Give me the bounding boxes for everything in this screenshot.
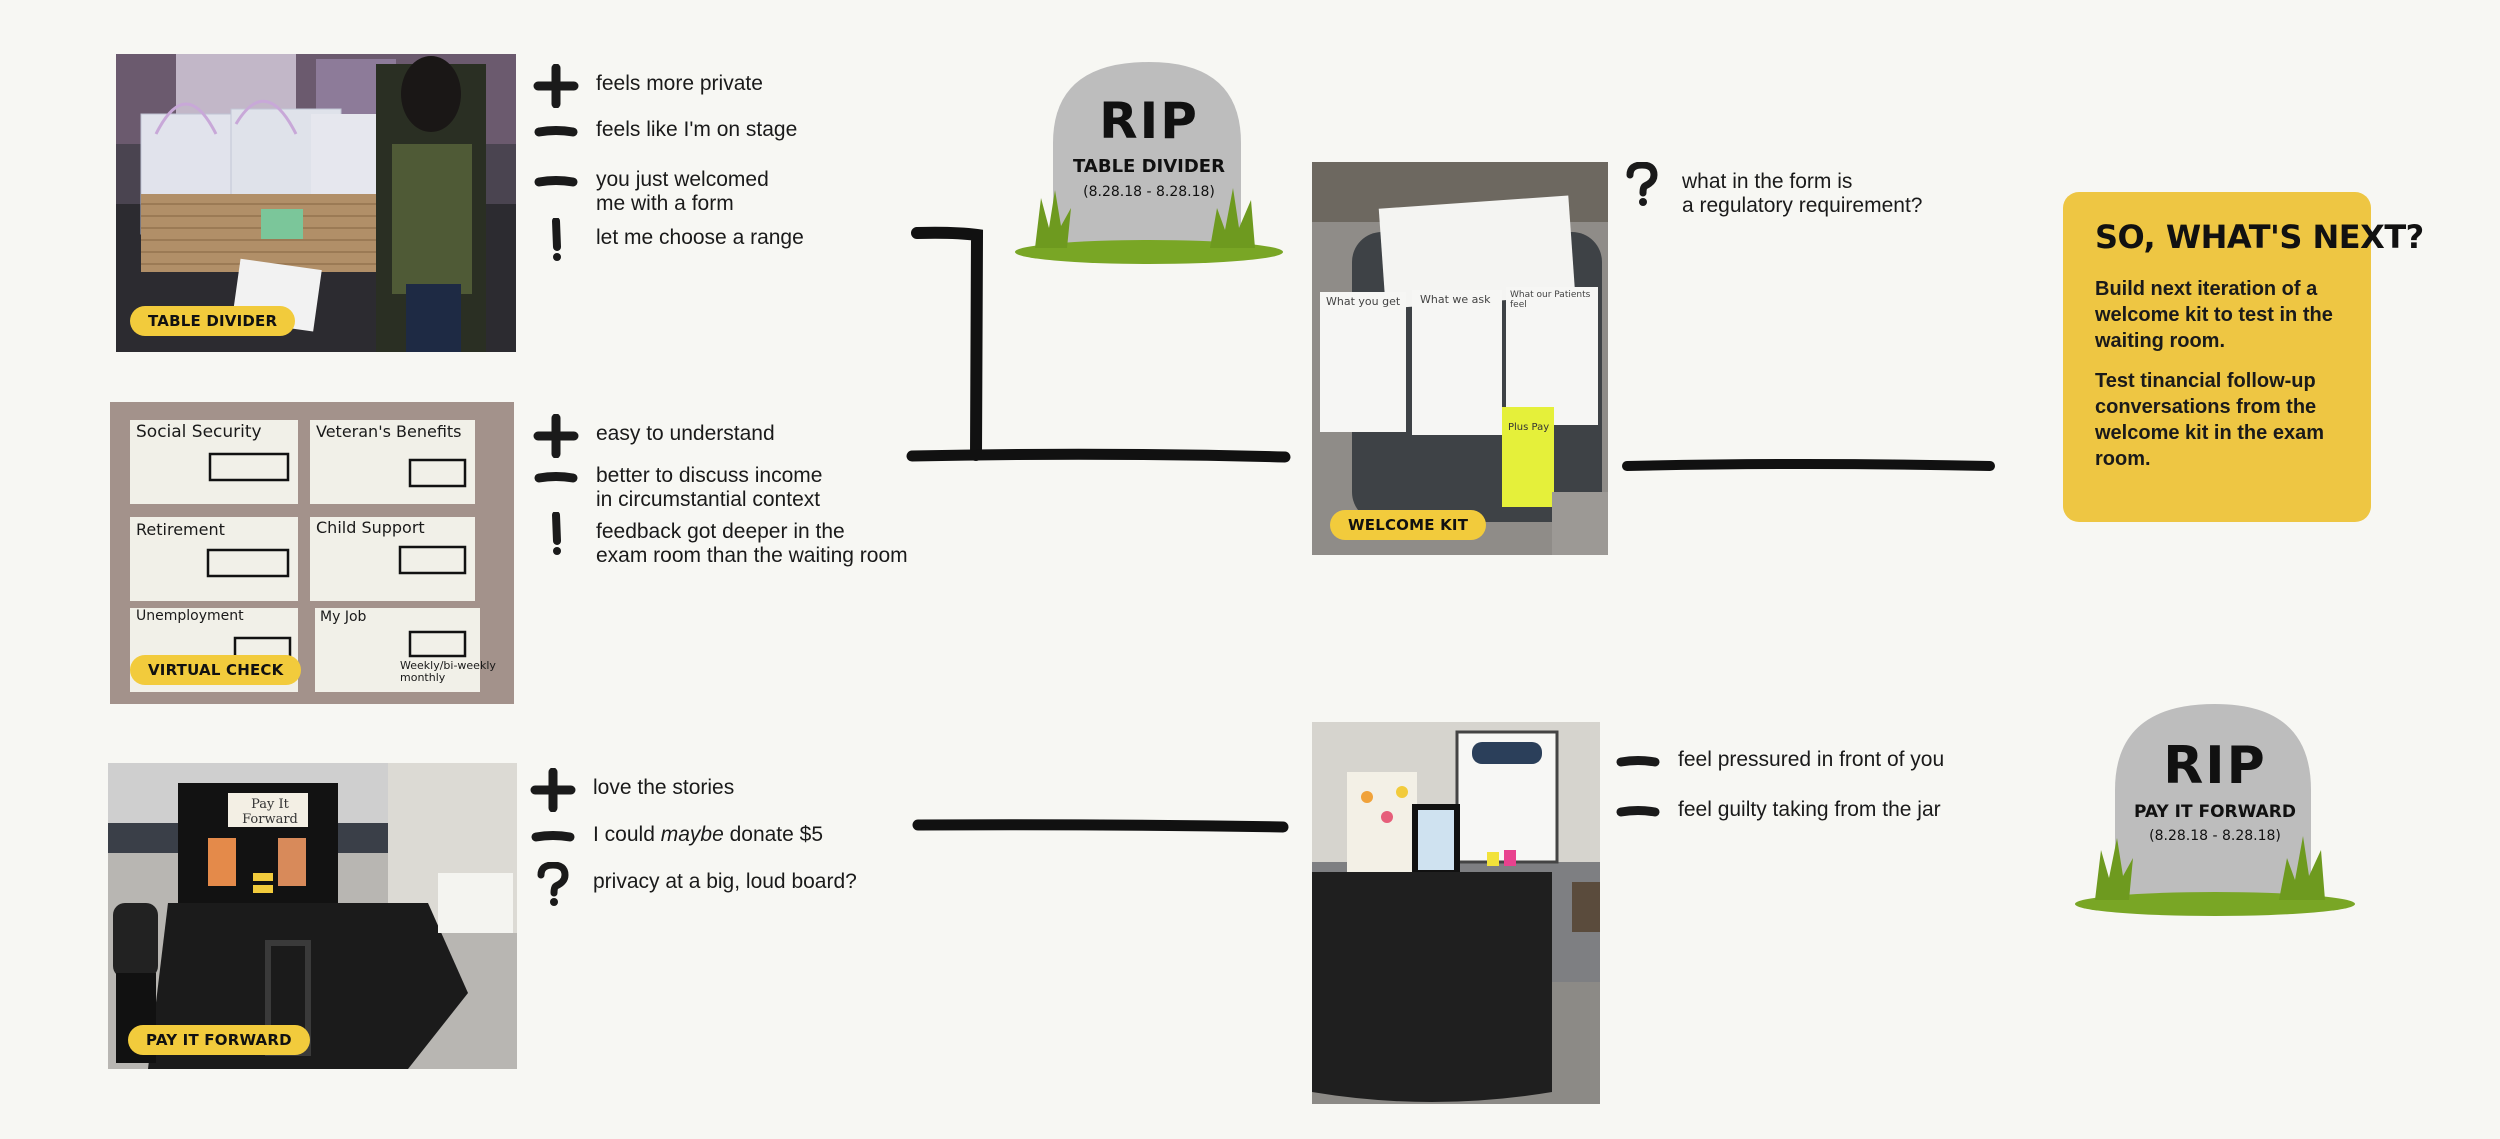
- feedback-item: feels more private: [530, 64, 763, 108]
- minus-icon: [1612, 790, 1664, 834]
- table-divider-label: TABLE DIVIDER: [130, 306, 296, 336]
- virtual-check-label: VIRTUAL CHECK: [130, 655, 302, 685]
- plus-icon: [530, 414, 582, 458]
- feedback-text: what in the form is a regulatory require…: [1682, 170, 1923, 217]
- feedback-text: easy to understand: [596, 422, 775, 445]
- welcome-kit-col1: What you get: [1326, 295, 1401, 308]
- feedback-item: feels like I'm on stage: [530, 110, 797, 154]
- card-child-support: Child Support: [316, 518, 425, 537]
- tombstone-name: TABLE DIVIDER: [1073, 156, 1225, 177]
- tombstone-pay-it-forward: RIP PAY IT FORWARD (8.28.18 - 8.28.18): [2075, 700, 2355, 920]
- feedback-text-emphasis: maybe: [660, 823, 724, 846]
- feedback-text: feedback got deeper in the exam room tha…: [596, 520, 908, 567]
- tombstone-dates: (8.28.18 - 8.28.18): [1083, 184, 1215, 200]
- plus-icon: [530, 64, 582, 108]
- exclamation-icon: [530, 218, 582, 262]
- feedback-item: what in the form is a regulatory require…: [1616, 162, 1922, 218]
- feedback-item: feedback got deeper in the exam room tha…: [530, 512, 908, 568]
- minus-icon: [527, 815, 579, 859]
- card-unemployment: Unemployment: [136, 608, 244, 624]
- pay-it-forward-connector: [912, 819, 1289, 833]
- whats-next-title: SO, WHAT'S NEXT?: [2095, 218, 2424, 256]
- card-my-job: My Job: [320, 609, 367, 625]
- whats-next-item: Test tinancial follow-up conversations f…: [2095, 370, 2324, 470]
- pay-it-forward-photo: Pay It Forward PAY IT FORWARD: [108, 763, 517, 1069]
- welcome-kit-col2: What we ask: [1420, 293, 1491, 306]
- whats-next-card: SO, WHAT'S NEXT? Build next iteration of…: [2063, 192, 2424, 522]
- welcome-kit-photo: What you get What we ask What our Patien…: [1312, 162, 1608, 555]
- feedback-item: feel guilty taking from the jar: [1612, 790, 1941, 834]
- tombstone-rip: RIP: [2163, 736, 2267, 796]
- card-retirement: Retirement: [136, 520, 225, 539]
- minus-icon: [530, 160, 582, 204]
- virtual-check-photo: Social Security Veteran's Benefits Retir…: [110, 402, 514, 704]
- feedback-item: I could maybe donate $5: [527, 815, 823, 859]
- welcome-kit-sticky: Plus Pay: [1508, 422, 1550, 433]
- question-icon: [527, 862, 579, 906]
- feedback-text-part: I could: [593, 823, 661, 846]
- bracket-connector: [911, 226, 984, 461]
- pay-it-forward-label: PAY IT FORWARD: [128, 1025, 310, 1055]
- table-divider-photo: TABLE DIVIDER: [116, 54, 516, 352]
- feedback-text: privacy at a big, loud board?: [593, 870, 857, 893]
- welcome-kit-connector: [1622, 459, 1995, 471]
- minus-icon: [1612, 740, 1664, 784]
- feedback-item: better to discuss income in circumstanti…: [530, 456, 822, 512]
- tombstone-dates: (8.28.18 - 8.28.18): [2149, 828, 2281, 844]
- feedback-item: you just welcomed me with a form: [530, 160, 769, 216]
- feedback-item: easy to understand: [530, 414, 775, 458]
- question-icon: [1616, 162, 1668, 206]
- feedback-text: feels more private: [596, 72, 763, 95]
- feedback-item: love the stories: [527, 768, 734, 812]
- feedback-text: I could maybe donate $5: [593, 815, 823, 847]
- whats-next-item: Build next iteration of a welcome kit to…: [2095, 278, 2333, 352]
- exclamation-icon: [530, 512, 582, 556]
- feedback-text: feel guilty taking from the jar: [1678, 798, 1941, 821]
- card-social-security: Social Security: [136, 422, 262, 442]
- tombstone-table-divider: RIP TABLE DIVIDER (8.28.18 - 8.28.18): [1015, 58, 1283, 268]
- booth-photo: [1312, 722, 1600, 1104]
- feedback-item: let me choose a range: [530, 218, 804, 262]
- feedback-text: feels like I'm on stage: [596, 118, 798, 141]
- minus-icon: [530, 110, 582, 154]
- feedback-text: let me choose a range: [596, 226, 804, 249]
- card-my-job-note: Weekly/bi-weekly monthly: [400, 659, 496, 684]
- pay-it-forward-sign: Pay It Forward: [242, 797, 298, 827]
- tombstone-name: PAY IT FORWARD: [2134, 802, 2296, 822]
- feedback-text: feel pressured in front of you: [1678, 748, 1945, 771]
- feedback-text: love the stories: [593, 776, 735, 799]
- feedback-text: you just welcomed me with a form: [596, 168, 769, 215]
- feedback-item: privacy at a big, loud board?: [527, 862, 857, 906]
- welcome-kit-col3: What our Patients feel: [1510, 290, 1591, 310]
- minus-icon: [530, 456, 582, 500]
- plus-icon: [527, 768, 579, 812]
- welcome-kit-label: WELCOME KIT: [1330, 510, 1487, 540]
- feedback-item: feel pressured in front of you: [1612, 740, 1944, 784]
- tombstone-rip: RIP: [1099, 92, 1199, 150]
- feedback-text: better to discuss income in circumstanti…: [596, 464, 823, 511]
- virtual-check-connector: [906, 448, 1291, 463]
- feedback-text-part: donate $5: [723, 823, 824, 846]
- card-veterans-benefits: Veteran's Benefits: [316, 422, 462, 441]
